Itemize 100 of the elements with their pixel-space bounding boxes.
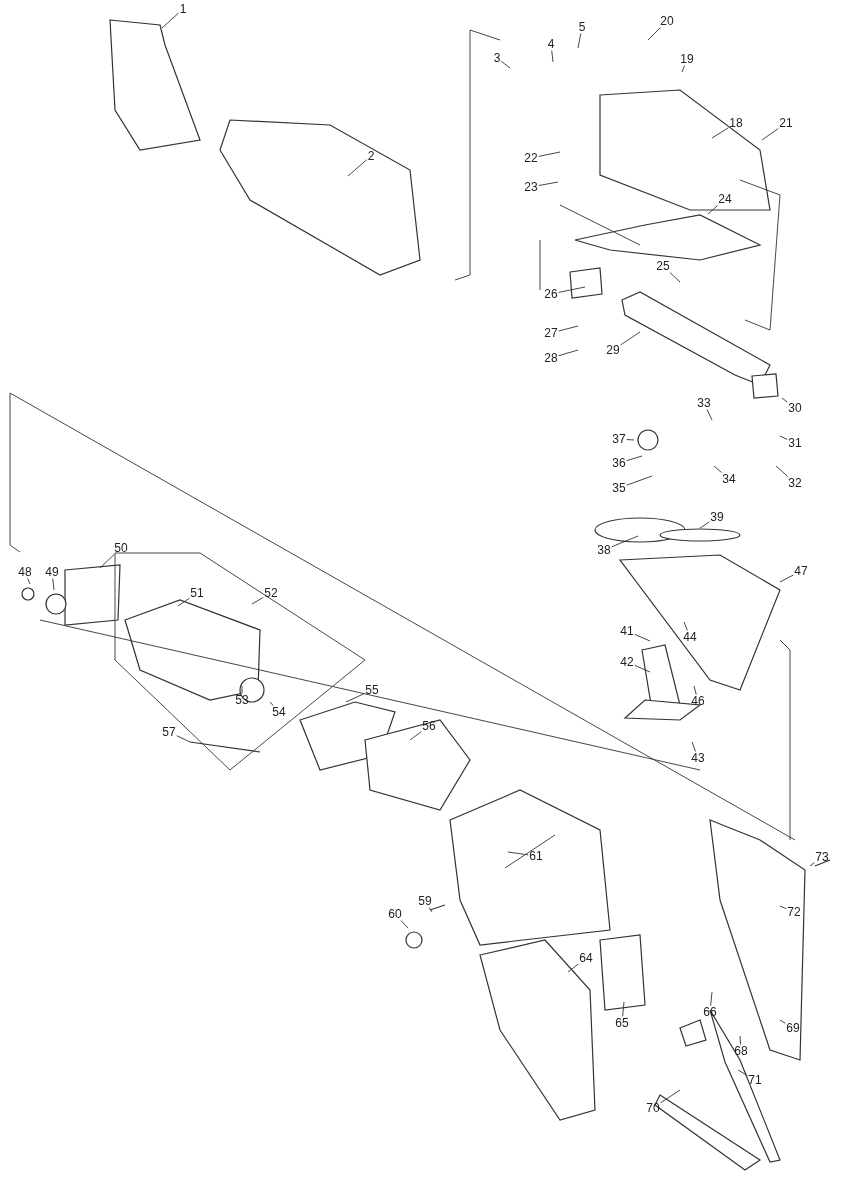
callout-number: 37 xyxy=(611,432,627,446)
leader-line xyxy=(177,597,190,607)
callout-number: 39 xyxy=(709,510,725,524)
callout-number: 57 xyxy=(161,725,177,739)
leader-line xyxy=(781,397,788,403)
leader-line xyxy=(176,735,191,743)
callout-number: 48 xyxy=(17,565,33,579)
callout-number: 36 xyxy=(611,456,627,470)
callout-number: 27 xyxy=(543,326,559,340)
leader-line xyxy=(710,991,713,1006)
leader-line xyxy=(400,920,409,929)
callout-number: 68 xyxy=(733,1044,749,1058)
callout-number: 71 xyxy=(747,1073,763,1087)
callout-number: 21 xyxy=(778,116,794,130)
leader-line xyxy=(775,465,789,477)
callout-number: 29 xyxy=(605,343,621,357)
leader-line xyxy=(507,851,529,856)
leader-line xyxy=(707,205,719,215)
leader-line xyxy=(538,181,559,187)
callout-number: 3 xyxy=(492,51,502,65)
leader-line xyxy=(251,597,264,605)
callout-number: 46 xyxy=(690,694,706,708)
callout-number: 53 xyxy=(234,693,250,707)
callout-number: 32 xyxy=(787,476,803,490)
leader-line xyxy=(99,554,115,569)
leader-line xyxy=(345,693,365,703)
leader-line xyxy=(620,331,641,346)
leader-line xyxy=(558,286,586,293)
leader-line xyxy=(647,27,661,41)
leader-line xyxy=(706,409,713,421)
callout-number: 20 xyxy=(659,14,675,28)
callout-number: 50 xyxy=(113,541,129,555)
leader-line xyxy=(428,907,433,913)
callout-number: 41 xyxy=(619,624,635,638)
callout-number: 33 xyxy=(696,396,712,410)
callout-number: 5 xyxy=(577,20,587,34)
leader-line xyxy=(779,1019,786,1024)
leader-line xyxy=(347,159,368,177)
leader-line xyxy=(409,731,422,741)
callout-number: 70 xyxy=(645,1101,661,1115)
leader-line xyxy=(558,325,579,332)
leader-line xyxy=(634,664,651,673)
callout-number: 19 xyxy=(679,52,695,66)
callout-number: 61 xyxy=(528,849,544,863)
leader-line xyxy=(269,701,274,706)
leader-line xyxy=(699,521,710,529)
leader-line xyxy=(713,465,722,473)
leader-line xyxy=(538,151,561,157)
callout-number: 22 xyxy=(523,151,539,165)
callout-number: 65 xyxy=(614,1016,630,1030)
callout-number: 52 xyxy=(263,586,279,600)
callout-number: 24 xyxy=(717,192,733,206)
leader-line xyxy=(779,905,787,910)
callout-number: 69 xyxy=(785,1021,801,1035)
leader-line xyxy=(577,33,582,49)
callout-number: 35 xyxy=(611,481,627,495)
callout-number: 73 xyxy=(814,850,830,864)
leader-line xyxy=(611,535,639,548)
callout-number: 44 xyxy=(682,630,698,644)
callout-number: 64 xyxy=(578,951,594,965)
leader-line xyxy=(660,1089,681,1104)
callout-number: 56 xyxy=(421,719,437,733)
callout-number: 34 xyxy=(721,472,737,486)
leader-line xyxy=(558,349,579,357)
leader-line xyxy=(779,435,788,440)
callout-number: 25 xyxy=(655,259,671,273)
callout-number: 28 xyxy=(543,351,559,365)
leader-line xyxy=(779,574,794,583)
leader-line xyxy=(27,578,31,585)
callout-number: 60 xyxy=(387,907,403,921)
callout-number: 54 xyxy=(271,705,287,719)
leader-line xyxy=(52,578,55,591)
callout-number: 59 xyxy=(417,894,433,908)
callout-number: 1 xyxy=(178,2,188,16)
leader-line xyxy=(809,862,815,867)
callout-number: 2 xyxy=(366,149,376,163)
leader-line xyxy=(691,741,696,752)
callout-number: 49 xyxy=(44,565,60,579)
leader-line xyxy=(693,685,697,695)
leader-line xyxy=(711,127,729,139)
callout-number: 38 xyxy=(596,543,612,557)
leader-line xyxy=(626,439,635,441)
callout-number: 30 xyxy=(787,401,803,415)
leader-line xyxy=(634,633,651,642)
callout-number: 43 xyxy=(690,751,706,765)
callout-number: 42 xyxy=(619,655,635,669)
callout-number: 4 xyxy=(546,37,556,51)
leader-line xyxy=(567,963,579,973)
leader-line xyxy=(683,621,688,631)
callout-number: 55 xyxy=(364,683,380,697)
leader-line xyxy=(626,455,643,462)
leader-line xyxy=(161,12,180,29)
leader-line xyxy=(241,685,243,694)
callout-number: 18 xyxy=(728,116,744,130)
leader-line xyxy=(739,1035,741,1045)
callout-number: 72 xyxy=(786,905,802,919)
leader-line xyxy=(669,272,681,283)
leader-line xyxy=(622,1001,625,1017)
callout-number: 51 xyxy=(189,586,205,600)
leader-line xyxy=(626,475,653,486)
